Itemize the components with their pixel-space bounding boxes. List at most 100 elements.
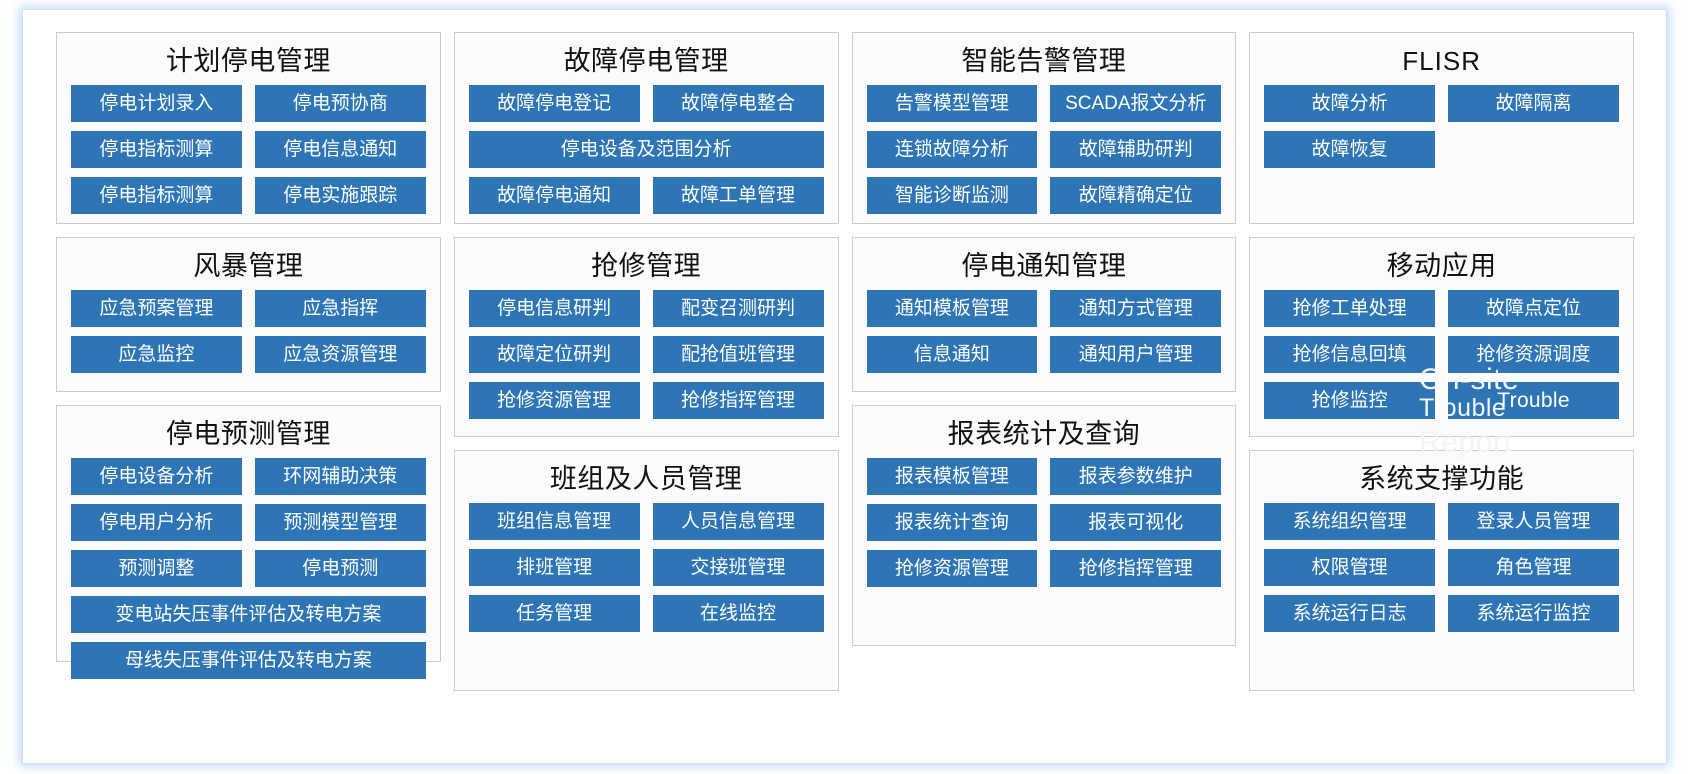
module-button[interactable]: 预测模型管理 [254, 504, 426, 541]
module-button[interactable]: 告警模型管理 [866, 85, 1038, 122]
module-button[interactable]: 停电设备及范围分析 [468, 131, 824, 168]
button-row: 抢修工单处理故障点定位 [1264, 290, 1619, 327]
module-button[interactable]: 停电计划录入 [71, 85, 242, 122]
panel-title: 移动应用 [1386, 251, 1497, 281]
panel-title: 报表统计及查询 [947, 419, 1141, 449]
module-button[interactable]: 抢修指挥管理 [652, 382, 824, 419]
module-button[interactable]: 停电信息通知 [254, 131, 426, 168]
button-row: 抢修资源管理抢修指挥管理 [468, 382, 824, 419]
module-button[interactable]: 故障定位研判 [468, 336, 640, 373]
module-button[interactable]: 母线失压事件评估及转电方案 [71, 642, 426, 679]
module-button[interactable]: 停电信息研判 [468, 290, 640, 327]
panel-title: 计划停电管理 [165, 46, 331, 76]
module-button[interactable]: 故障分析 [1264, 85, 1436, 122]
module-button[interactable]: 人员信息管理 [652, 503, 824, 540]
module-button[interactable]: 抢修资源调度 [1448, 336, 1619, 373]
button-row: 智能诊断监测故障精确定位 [866, 177, 1222, 214]
module-button[interactable]: 停电设备分析 [71, 458, 242, 495]
panel-button-rows: 停电计划录入停电预协商停电指标测算停电信息通知停电指标测算停电实施跟踪 [71, 85, 426, 214]
panel-button-rows: 应急预案管理应急指挥应急监控应急资源管理 [71, 290, 426, 373]
module-button[interactable]: 连锁故障分析 [866, 131, 1038, 168]
module-button[interactable]: 故障恢复 [1264, 131, 1436, 168]
module-button[interactable]: 变电站失压事件评估及转电方案 [71, 596, 426, 633]
button-row: 停电用户分析预测模型管理 [71, 504, 426, 541]
module-button[interactable]: 权限管理 [1264, 549, 1436, 586]
module-panel: 报表统计及查询报表模板管理报表参数维护报表统计查询报表可视化抢修资源管理抢修指挥… [851, 405, 1237, 646]
module-button[interactable]: 排班管理 [468, 549, 640, 586]
module-button[interactable]: SCADA报文分析 [1050, 85, 1222, 122]
module-button[interactable]: 系统组织管理 [1264, 503, 1436, 540]
panel-button-rows: 系统组织管理登录人员管理权限管理角色管理系统运行日志系统运行监控 [1264, 503, 1619, 632]
module-button[interactable]: 故障停电通知 [468, 177, 640, 214]
module-button[interactable]: 故障停电整合 [652, 85, 824, 122]
module-panel: 系统支撑功能系统组织管理登录人员管理权限管理角色管理系统运行日志系统运行监控 [1249, 450, 1634, 691]
module-button[interactable]: 抢修资源管理 [866, 550, 1038, 587]
module-button[interactable]: 故障精确定位 [1050, 177, 1222, 214]
module-button[interactable]: 角色管理 [1448, 549, 1619, 586]
module-button[interactable]: 报表参数维护 [1050, 458, 1222, 495]
module-button[interactable]: Trouble [1448, 382, 1619, 419]
module-button[interactable]: 报表模板管理 [866, 458, 1038, 495]
module-column-2: 故障停电管理故障停电登记故障停电整合停电设备及范围分析故障停电通知故障工单管理抢… [453, 32, 839, 746]
module-button[interactable]: 报表统计查询 [866, 504, 1038, 541]
module-button[interactable]: 报表可视化 [1050, 504, 1222, 541]
module-button[interactable]: 应急监控 [71, 336, 242, 373]
module-button[interactable]: 停电预测 [254, 550, 426, 587]
module-button[interactable]: 故障点定位 [1448, 290, 1619, 327]
module-button[interactable]: 在线监控 [652, 595, 824, 632]
module-button[interactable]: 系统运行日志 [1264, 595, 1436, 632]
button-row: 通知模板管理通知方式管理 [866, 290, 1222, 327]
module-button[interactable]: 系统运行监控 [1448, 595, 1619, 632]
module-button[interactable]: 应急资源管理 [254, 336, 426, 373]
module-button[interactable]: 停电指标测算 [71, 177, 242, 214]
panel-title: FLISR [1402, 46, 1481, 76]
module-button[interactable]: 通知方式管理 [1050, 290, 1222, 327]
module-button[interactable]: 应急指挥 [254, 290, 426, 327]
module-panel: 停电通知管理通知模板管理通知方式管理信息通知通知用户管理 [851, 237, 1237, 392]
button-row: 故障停电通知故障工单管理 [468, 177, 824, 214]
module-button[interactable]: 智能诊断监测 [866, 177, 1038, 214]
module-button[interactable]: 故障停电登记 [468, 85, 640, 122]
panel-button-rows: 故障停电登记故障停电整合停电设备及范围分析故障停电通知故障工单管理 [468, 85, 824, 214]
module-button[interactable]: 故障辅助研判 [1050, 131, 1222, 168]
module-button[interactable]: 停电指标测算 [71, 131, 242, 168]
module-button[interactable]: 故障隔离 [1448, 85, 1619, 122]
module-button[interactable]: 抢修信息回填 [1264, 336, 1436, 373]
panel-title: 智能告警管理 [961, 46, 1127, 76]
button-placeholder [1448, 131, 1619, 168]
module-button[interactable]: 班组信息管理 [468, 503, 640, 540]
button-row: 班组信息管理人员信息管理 [468, 503, 824, 540]
button-row: 故障定位研判配抢值班管理 [468, 336, 824, 373]
button-row: 系统运行日志系统运行监控 [1264, 595, 1619, 632]
panel-title: 班组及人员管理 [549, 464, 743, 494]
module-button[interactable]: 预测调整 [71, 550, 242, 587]
module-button[interactable]: 配变召测研判 [652, 290, 824, 327]
module-button[interactable]: 通知模板管理 [866, 290, 1038, 327]
module-button[interactable]: 配抢值班管理 [652, 336, 824, 373]
button-row: 变电站失压事件评估及转电方案 [71, 596, 426, 633]
module-button[interactable]: 停电预协商 [254, 85, 426, 122]
module-button[interactable]: 应急预案管理 [71, 290, 242, 327]
module-panel: 停电预测管理停电设备分析环网辅助决策停电用户分析预测模型管理预测调整停电预测变电… [56, 405, 441, 679]
module-button[interactable]: 抢修指挥管理 [1050, 550, 1222, 587]
button-row: 连锁故障分析故障辅助研判 [866, 131, 1222, 168]
module-button[interactable]: 故障工单管理 [652, 177, 824, 214]
module-button[interactable]: 停电实施跟踪 [254, 177, 426, 214]
module-button[interactable]: 登录人员管理 [1448, 503, 1619, 540]
module-button[interactable]: 停电用户分析 [71, 504, 242, 541]
module-button[interactable]: 交接班管理 [652, 549, 824, 586]
module-button[interactable]: 信息通知 [866, 336, 1038, 373]
module-button[interactable]: 抢修工单处理 [1264, 290, 1436, 327]
panel-button-rows: 停电设备分析环网辅助决策停电用户分析预测模型管理预测调整停电预测变电站失压事件评… [71, 458, 426, 679]
button-row: 抢修监控 Trouble [1264, 382, 1619, 419]
module-button[interactable]: 通知用户管理 [1050, 336, 1222, 373]
module-button[interactable]: 任务管理 [468, 595, 640, 632]
button-row: 抢修信息回填抢修资源调度 [1264, 336, 1619, 373]
module-button[interactable]: 抢修监控 [1264, 382, 1436, 419]
module-panel: 故障停电管理故障停电登记故障停电整合停电设备及范围分析故障停电通知故障工单管理 [453, 32, 839, 224]
module-button[interactable]: 环网辅助决策 [254, 458, 426, 495]
button-row: 抢修资源管理抢修指挥管理 [866, 550, 1222, 587]
panel-button-rows: 通知模板管理通知方式管理信息通知通知用户管理 [866, 290, 1222, 373]
module-button[interactable]: 抢修资源管理 [468, 382, 640, 419]
